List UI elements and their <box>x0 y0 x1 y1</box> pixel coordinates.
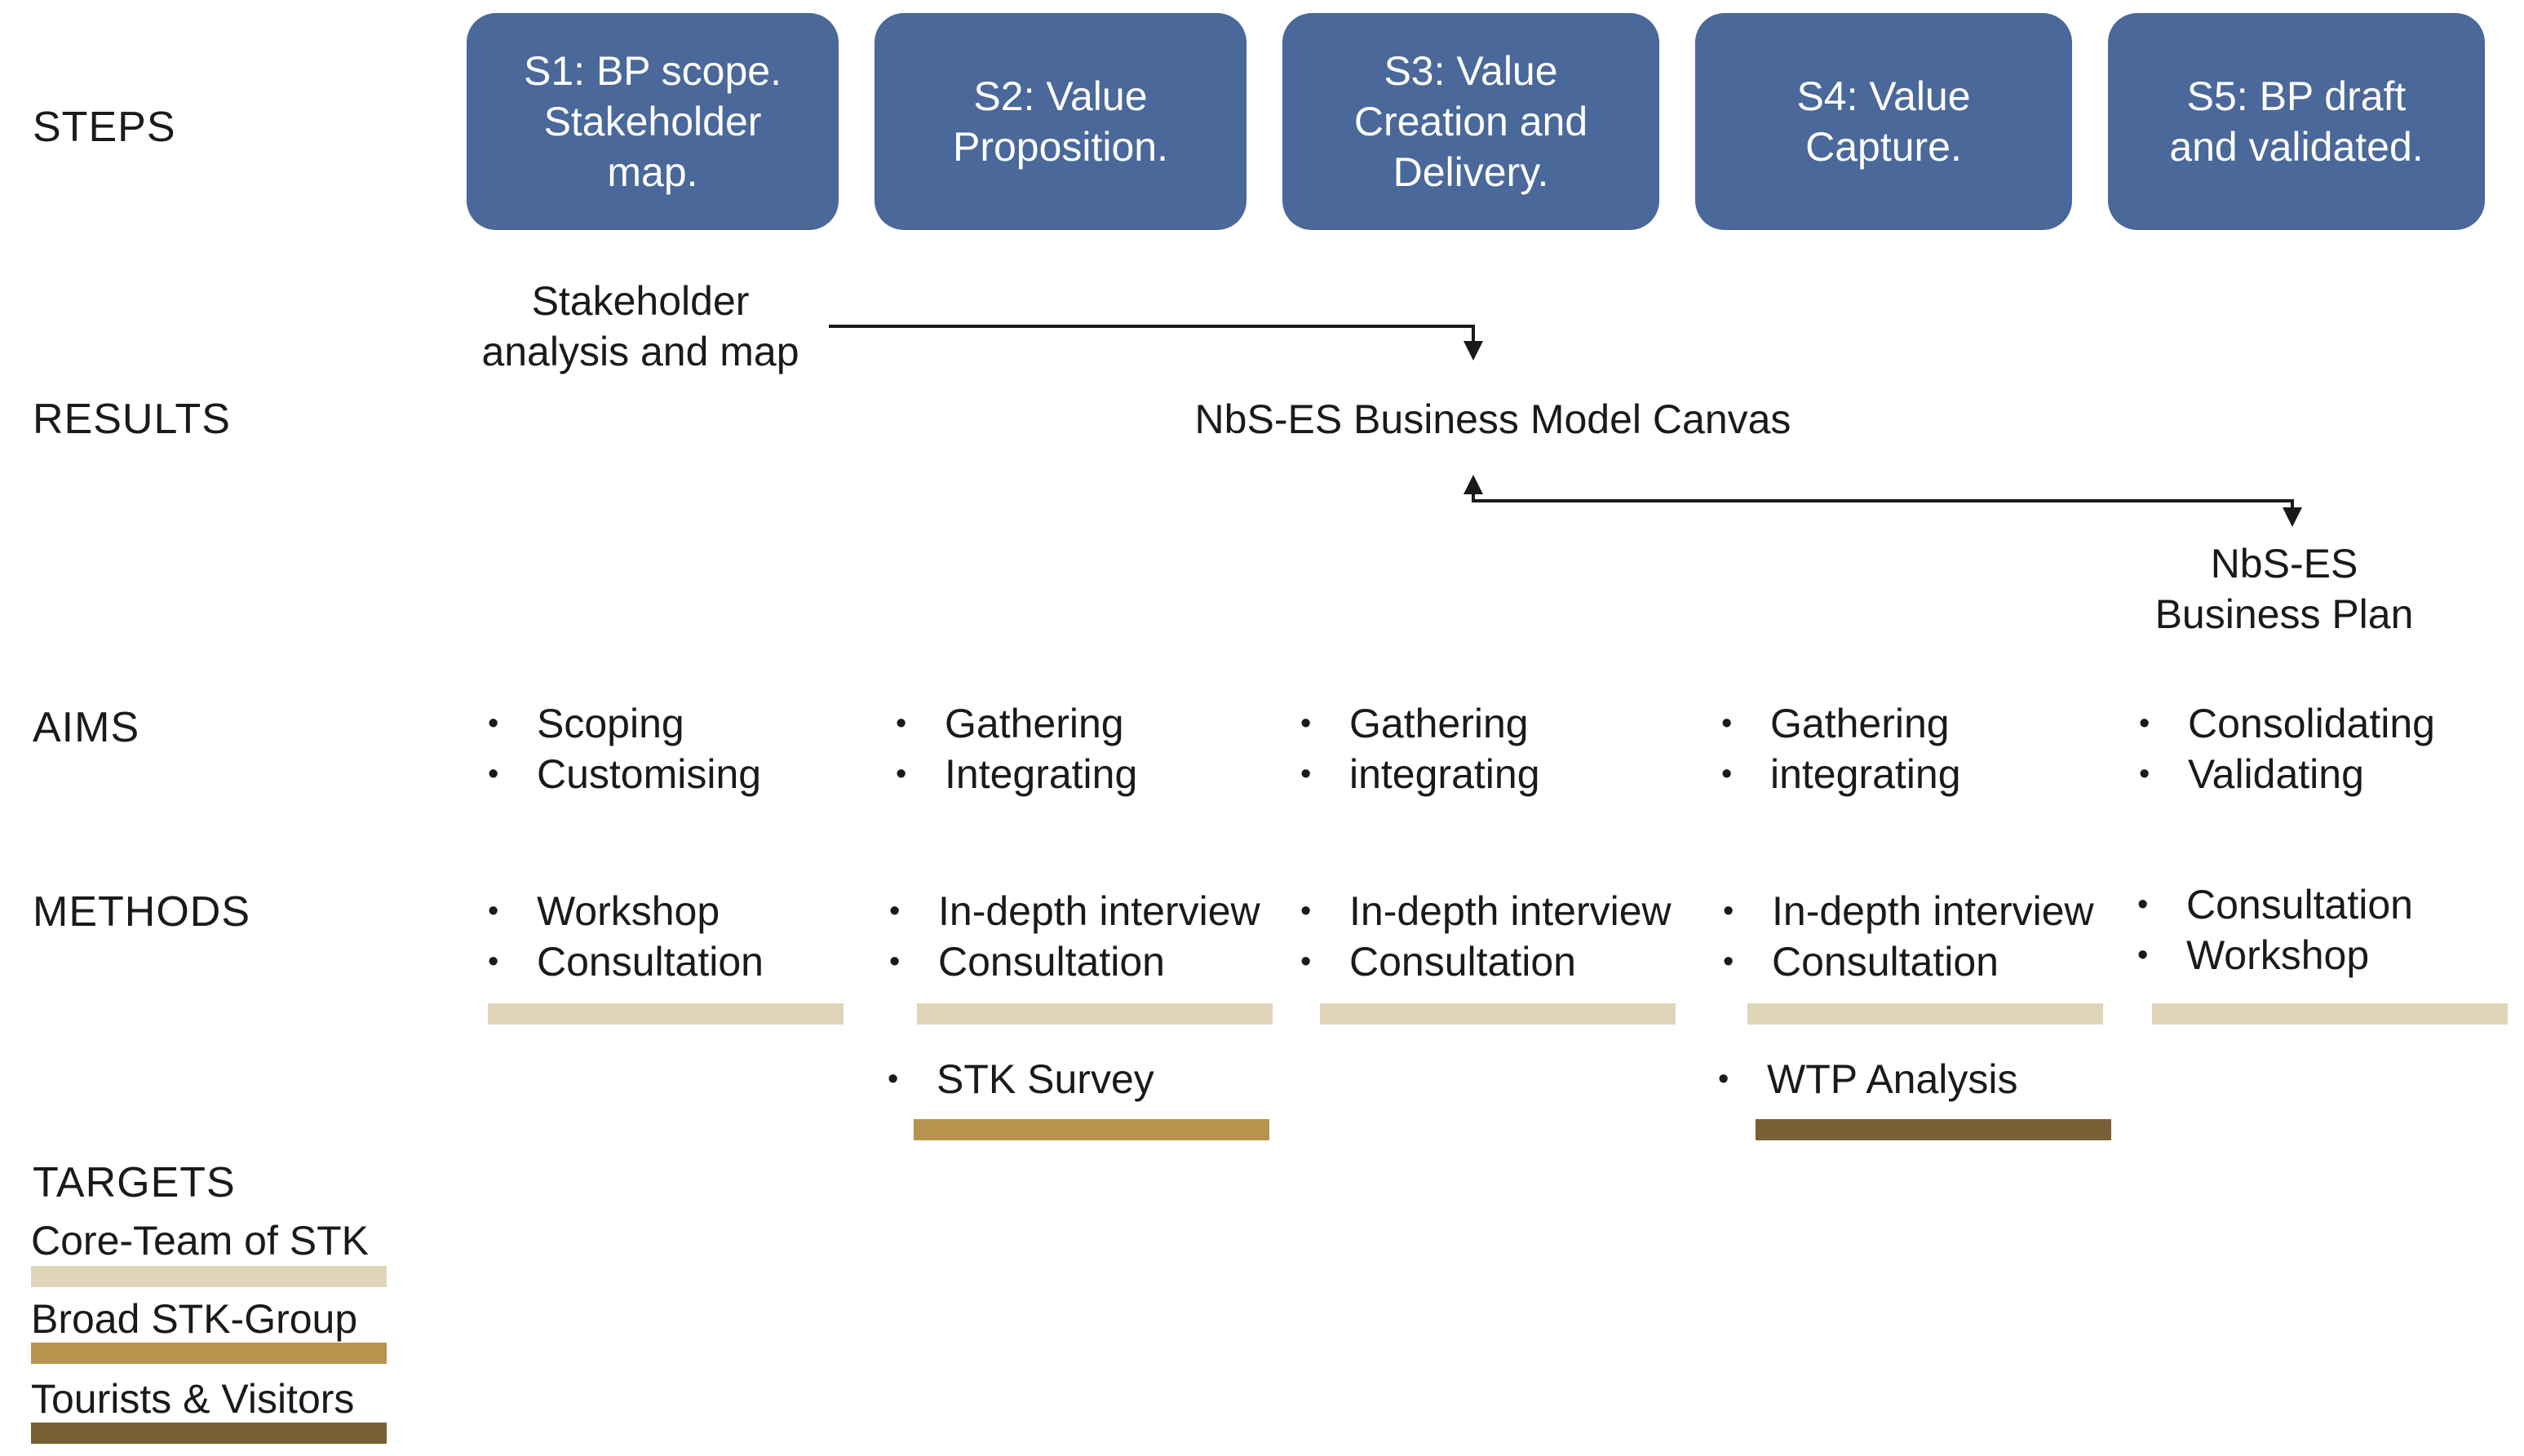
step-box-s2: S2: Value Proposition. <box>875 13 1247 230</box>
aims-list-s2: Gathering Integrating <box>896 698 1137 799</box>
method-item: In-depth interview <box>889 886 1260 936</box>
method-item: WTP Analysis <box>1718 1054 2018 1104</box>
target-bar-core-team-s5 <box>2152 1003 2508 1025</box>
row-label-methods: METHODS <box>33 888 250 936</box>
aims-list-s1: Scoping Customising <box>488 698 761 799</box>
target-bar-core-team-s4 <box>1747 1003 2103 1025</box>
aim-item: Integrating <box>896 749 1137 799</box>
target-bar-tourists-s4 <box>1756 1119 2111 1140</box>
methods-list-s3: In-depth interview Consultation <box>1300 886 1672 987</box>
aim-item: Consolidating <box>2139 698 2435 749</box>
aims-list-s4: Gathering integrating <box>1721 698 1961 799</box>
methods-list-s2: In-depth interview Consultation <box>889 886 1260 987</box>
step-box-s3: S3: Value Creation and Delivery. <box>1282 13 1659 230</box>
step-box-s5: S5: BP draft and validated. <box>2108 13 2485 230</box>
aims-list-s3: Gathering integrating <box>1300 698 1540 799</box>
extra-method-stk-survey: STK Survey <box>888 1054 1154 1104</box>
aim-item: Gathering <box>896 698 1137 749</box>
row-label-steps: STEPS <box>33 104 176 151</box>
aim-item: Customising <box>488 749 761 799</box>
aim-item: integrating <box>1300 749 1540 799</box>
legend-swatch-broad-group <box>31 1343 387 1364</box>
method-item: Consultation <box>2137 879 2413 930</box>
arrow-stakeholder-to-canvas <box>829 325 1483 361</box>
method-item: Consultation <box>488 936 764 987</box>
method-item: Consultation <box>1300 936 1672 987</box>
target-bar-core-team-s3 <box>1320 1003 1676 1025</box>
aim-item: integrating <box>1721 749 1961 799</box>
method-item: Consultation <box>1723 936 2094 987</box>
result-business-plan: NbS-ES Business Plan <box>2154 541 2414 637</box>
methods-list-s4: In-depth interview Consultation <box>1723 886 2094 987</box>
target-bar-core-team-s2 <box>917 1003 1273 1025</box>
aims-list-s5: Consolidating Validating <box>2139 698 2435 799</box>
method-item: STK Survey <box>888 1054 1154 1104</box>
row-label-aims: AIMS <box>33 704 140 751</box>
step-box-s4: S4: Value Capture. <box>1695 13 2072 230</box>
legend-swatch-tourists <box>31 1423 387 1444</box>
target-bar-core-team-s1 <box>488 1003 844 1025</box>
target-bar-broad-group-s2 <box>914 1119 1269 1140</box>
step-box-s1: S1: BP scope. Stakeholder map. <box>467 13 839 230</box>
method-item: Workshop <box>2137 930 2413 980</box>
aim-item: Scoping <box>488 698 761 749</box>
legend-label-tourists: Tourists & Visitors <box>31 1376 355 1422</box>
aim-item: Gathering <box>1721 698 1961 749</box>
result-stakeholder-analysis: Stakeholder analysis and map <box>481 278 799 374</box>
aim-item: Validating <box>2139 749 2435 799</box>
legend-label-broad-group: Broad STK-Group <box>31 1296 358 1342</box>
methods-list-s1: Workshop Consultation <box>488 886 764 987</box>
row-label-results: RESULTS <box>33 396 231 443</box>
methods-list-s5: Consultation Workshop <box>2137 879 2413 980</box>
result-business-model-canvas: NbS-ES Business Model Canvas <box>1194 396 1791 442</box>
method-item: Workshop <box>488 886 764 936</box>
legend-label-core-team: Core-Team of STK <box>31 1218 370 1263</box>
arrow-canvas-to-business-plan <box>1463 475 2302 527</box>
method-item: In-depth interview <box>1300 886 1672 936</box>
row-label-targets: TARGETS <box>33 1159 236 1206</box>
legend-swatch-core-team <box>31 1266 387 1287</box>
aim-item: Gathering <box>1300 698 1540 749</box>
extra-method-wtp-analysis: WTP Analysis <box>1718 1054 2018 1104</box>
method-item: Consultation <box>889 936 1260 987</box>
method-item: In-depth interview <box>1723 886 2094 936</box>
